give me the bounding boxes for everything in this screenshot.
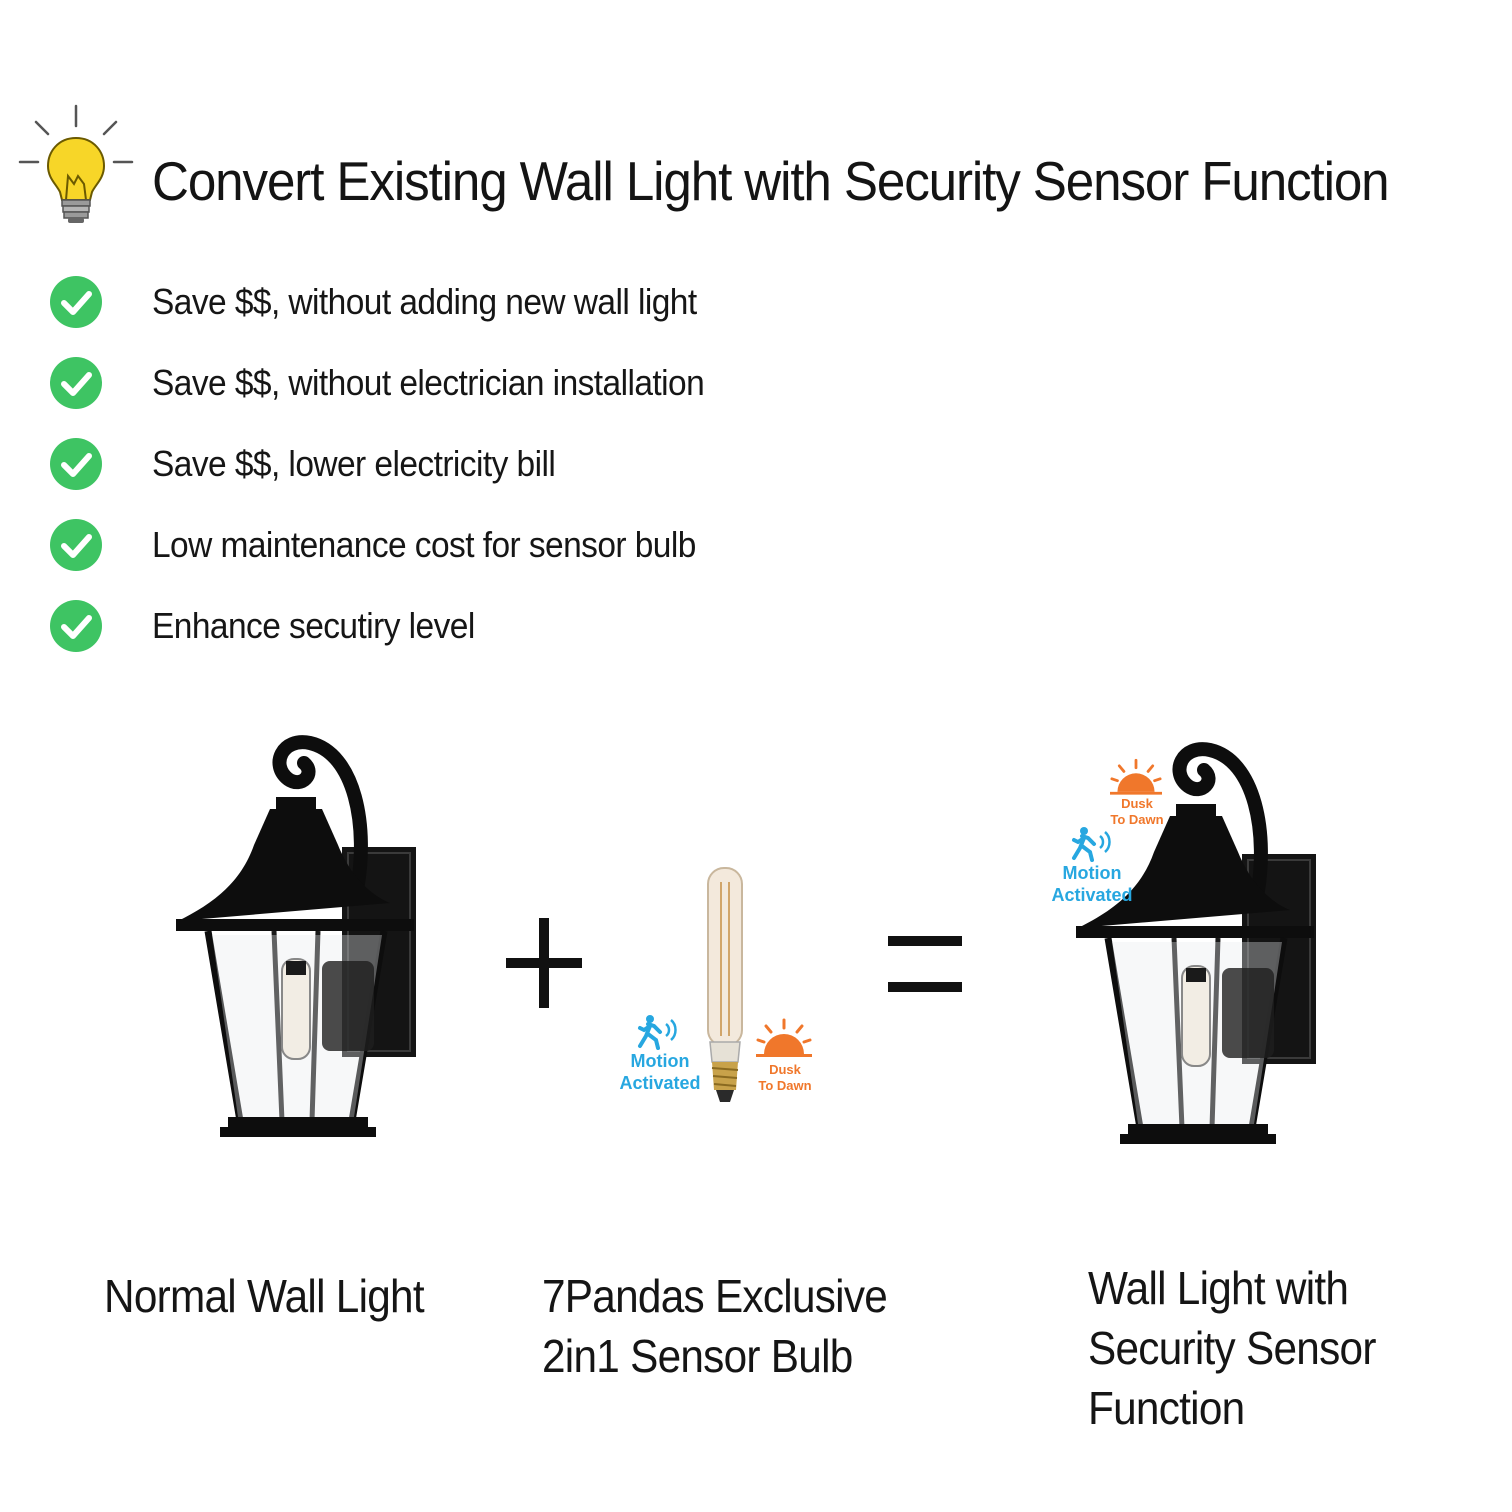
- benefit-text: Save $$, without electrician installatio…: [152, 362, 705, 403]
- check-circle-icon: [50, 357, 102, 409]
- equals-icon: [888, 936, 962, 992]
- motion-sensor-icon: [1072, 827, 1111, 862]
- check-circle-icon: [50, 438, 102, 490]
- check-circle-icon: [50, 276, 102, 328]
- benefit-text: Save $$, without adding new wall light: [152, 281, 697, 322]
- dusk-to-dawn-label: Dusk To Dawn: [758, 1062, 812, 1093]
- check-circle-icon: [50, 519, 102, 571]
- normal-wall-light-label: Normal Wall Light: [104, 1270, 425, 1322]
- wall-lantern-icon: [176, 735, 416, 1137]
- result-label: Wall Light with Security Sensor Function: [1088, 1262, 1376, 1434]
- check-circle-icon: [50, 600, 102, 652]
- benefit-text: Save $$, lower electricity bill: [152, 443, 556, 484]
- benefit-item: Save $$, without adding new wall light: [48, 274, 948, 330]
- benefit-item: Low maintenance cost for sensor bulb: [48, 517, 948, 573]
- dusk-to-dawn-icon: [1110, 758, 1162, 795]
- page-title: Convert Existing Wall Light with Securit…: [152, 150, 1390, 212]
- benefit-item: Save $$, lower electricity bill: [48, 436, 948, 492]
- lightbulb-icon: [18, 104, 134, 223]
- benefit-text: Low maintenance cost for sensor bulb: [152, 524, 696, 565]
- benefit-text: Enhance secutiry level: [152, 605, 475, 646]
- sensor-bulb-label: 7Pandas Exclusive 2in1 Sensor Bulb: [542, 1270, 888, 1382]
- motion-sensor-icon: [638, 1015, 677, 1050]
- dusk-to-dawn-icon: [756, 1018, 812, 1057]
- benefit-item: Save $$, without electrician installatio…: [48, 355, 948, 411]
- benefit-item: Enhance secutiry level: [48, 598, 948, 654]
- motion-activated-label: Motion Activated: [619, 1051, 701, 1093]
- tube-bulb-icon: [707, 867, 743, 1102]
- dusk-to-dawn-label: Dusk To Dawn: [1110, 796, 1164, 827]
- motion-activated-label: Motion Activated: [1051, 863, 1133, 905]
- plus-icon: [506, 918, 582, 1008]
- wall-lantern-icon: [1076, 742, 1316, 1144]
